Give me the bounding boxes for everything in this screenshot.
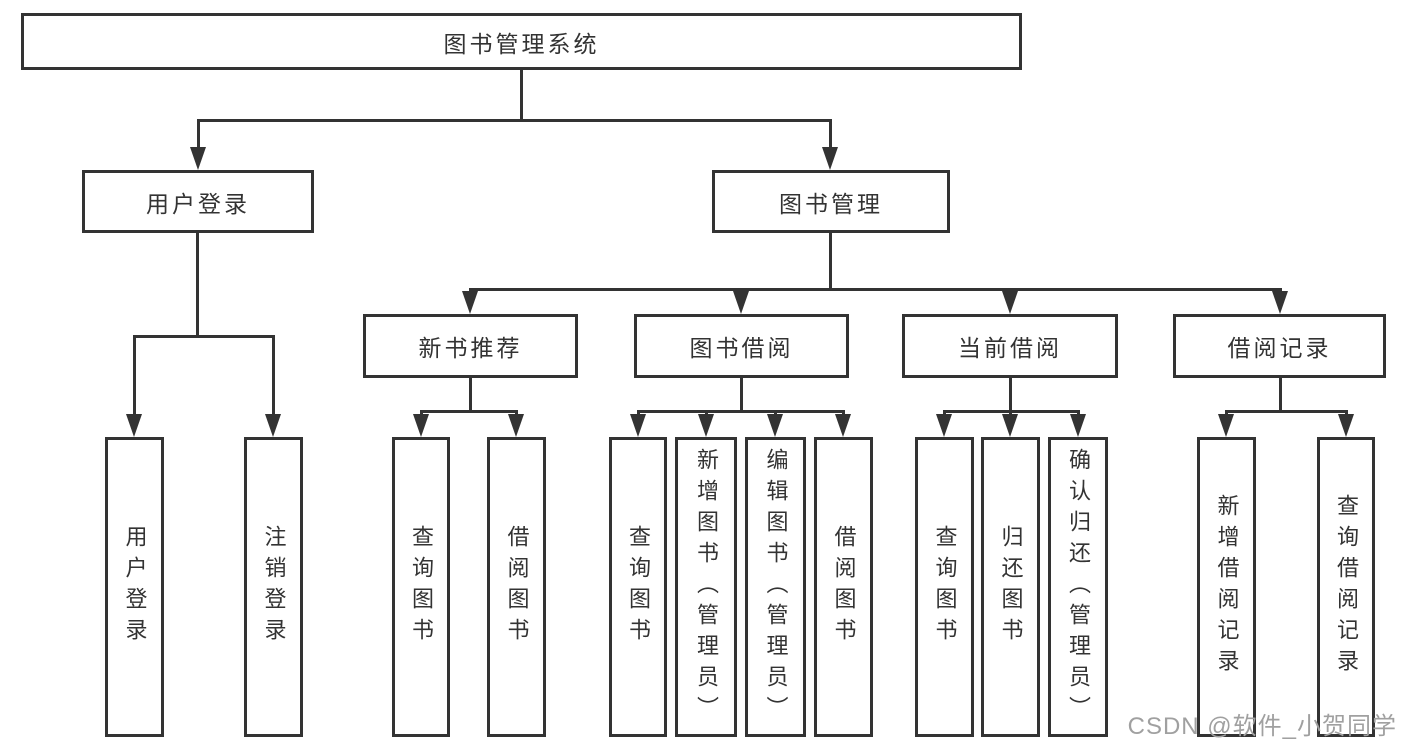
node-library-management-system: 图书管理系统: [21, 13, 1022, 70]
node-label: 当前借阅: [958, 335, 1062, 361]
connector-line: [1279, 378, 1282, 412]
leaf-add-borrow-record: 新增借阅记录: [1197, 437, 1256, 737]
leaf-query-borrow-record: 查询借阅记录: [1317, 437, 1375, 737]
arrowhead-down-icon: [462, 291, 478, 314]
connector-line: [1225, 410, 1348, 413]
leaf-query-books-borrow: 查询图书: [609, 437, 667, 737]
leaf-logout-login: 注销登录: [244, 437, 303, 737]
leaf-confirm-return-admin: 确认归还（管理员）: [1048, 437, 1108, 737]
arrowhead-down-icon: [630, 414, 646, 437]
leaf-user-login: 用户登录: [105, 437, 164, 737]
connector-line: [1009, 378, 1012, 412]
node-label: 新增图书（管理员）: [694, 447, 719, 727]
leaf-query-books-recommend: 查询图书: [392, 437, 450, 737]
arrowhead-down-icon: [1338, 414, 1354, 437]
node-borrow-records: 借阅记录: [1173, 314, 1386, 378]
node-label: 查询借阅记录: [1334, 494, 1359, 680]
connector-line: [272, 335, 275, 417]
connector-line: [829, 119, 832, 151]
node-label: 图书管理: [779, 190, 883, 217]
node-label: 用户登录: [122, 525, 148, 649]
arrowhead-down-icon: [190, 147, 206, 170]
node-label: 查询图书: [626, 525, 651, 649]
node-label: 图书管理系统: [443, 30, 600, 57]
node-label: 新增借阅记录: [1214, 494, 1240, 680]
leaf-query-books-current: 查询图书: [915, 437, 974, 737]
leaf-return-books: 归还图书: [981, 437, 1040, 737]
arrowhead-down-icon: [733, 291, 749, 314]
connector-line: [133, 335, 274, 338]
connector-line: [197, 119, 832, 122]
arrowhead-down-icon: [126, 414, 142, 437]
arrowhead-down-icon: [1218, 414, 1234, 437]
arrowhead-down-icon: [1070, 414, 1086, 437]
arrowhead-down-icon: [265, 414, 281, 437]
node-new-book-recommend: 新书推荐: [363, 314, 578, 378]
arrowhead-down-icon: [1272, 291, 1288, 314]
arrowhead-down-icon: [835, 414, 851, 437]
node-book-borrow: 图书借阅: [634, 314, 849, 378]
arrowhead-down-icon: [936, 414, 952, 437]
node-book-management: 图书管理: [712, 170, 950, 233]
arrowhead-down-icon: [508, 414, 524, 437]
connector-line: [520, 70, 523, 121]
node-label: 图书借阅: [689, 335, 794, 361]
arrowhead-down-icon: [413, 414, 429, 437]
node-current-borrow: 当前借阅: [902, 314, 1118, 378]
connector-line: [197, 119, 200, 151]
csdn-watermark: CSDN @软件_小贺同学: [1127, 713, 1397, 740]
arrowhead-down-icon: [1002, 291, 1018, 314]
arrowhead-down-icon: [767, 414, 783, 437]
node-label: 编辑图书（管理员）: [763, 447, 789, 727]
node-label: 归还图书: [998, 525, 1024, 649]
node-label: 注销登录: [261, 525, 287, 649]
node-user-login: 用户登录: [82, 170, 314, 233]
node-label: 确认归还（管理员）: [1066, 447, 1091, 727]
connector-line: [829, 233, 832, 290]
leaf-add-book-admin: 新增图书（管理员）: [675, 437, 737, 737]
connector-line: [637, 410, 845, 413]
node-label: 新书推荐: [418, 335, 523, 361]
connector-line: [469, 378, 472, 412]
node-label: 查询图书: [932, 525, 958, 649]
arrowhead-down-icon: [698, 414, 714, 437]
arrowhead-down-icon: [1002, 414, 1018, 437]
connector-line: [420, 410, 518, 413]
leaf-borrow-books: 借阅图书: [814, 437, 873, 737]
node-label: 借阅图书: [504, 525, 530, 649]
node-label: 借阅记录: [1227, 335, 1332, 361]
connector-line: [133, 335, 136, 417]
node-label: 查询图书: [409, 525, 434, 649]
arrowhead-down-icon: [822, 147, 838, 170]
connector-line: [740, 378, 743, 412]
connector-line: [196, 233, 199, 337]
node-label: 用户登录: [146, 190, 250, 217]
connector-line: [469, 288, 1282, 291]
leaf-edit-book-admin: 编辑图书（管理员）: [745, 437, 806, 737]
leaf-borrow-books-recommend: 借阅图书: [487, 437, 546, 737]
node-label: 借阅图书: [831, 525, 857, 649]
